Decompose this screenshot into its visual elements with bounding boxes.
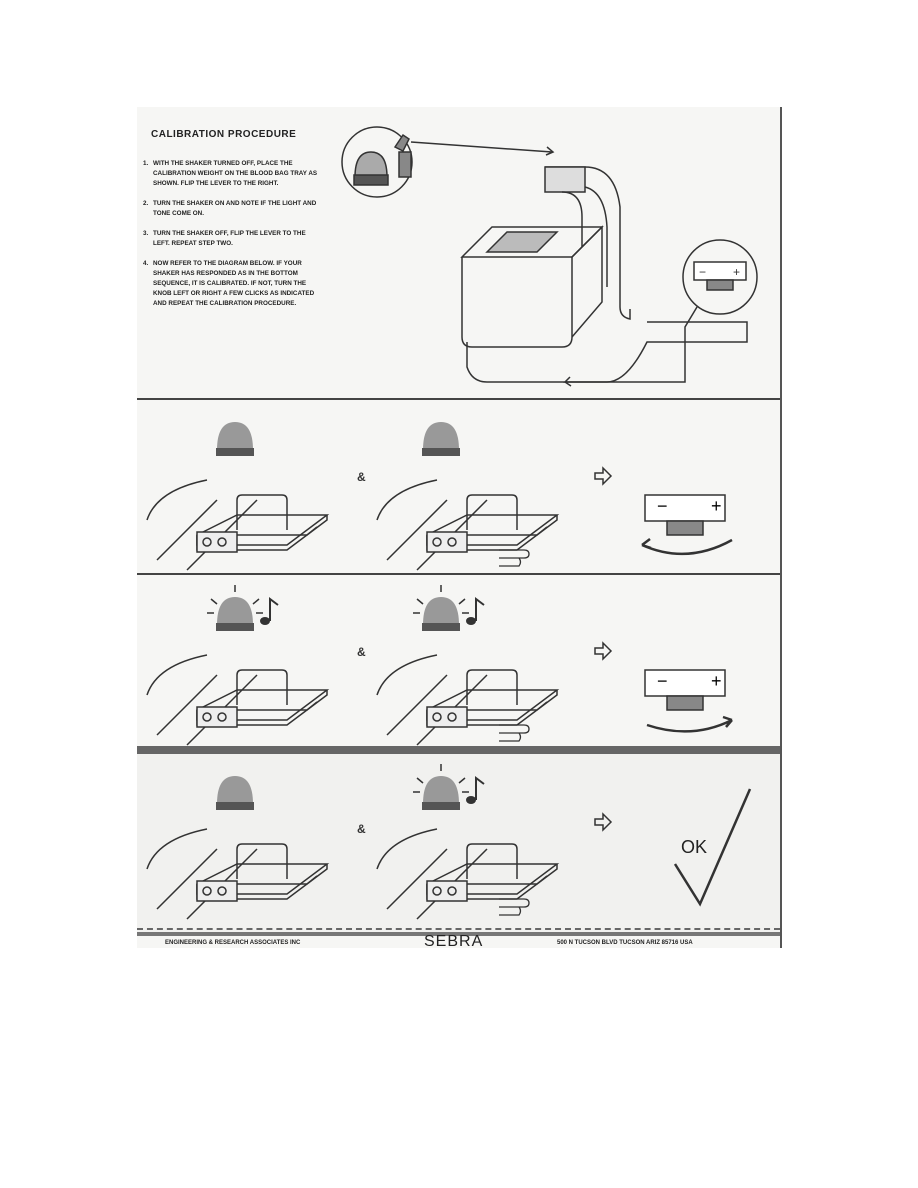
tray-lever-left-icon — [146, 654, 328, 746]
tray-lever-left-icon — [146, 828, 328, 920]
knob-plus-label: + — [711, 671, 722, 691]
step-number: 4. — [143, 260, 149, 267]
knob-detail-circle — [682, 239, 758, 315]
row-illustration — [146, 422, 733, 571]
tone-note-icon — [465, 777, 485, 805]
procedure-steps: 1. WITH THE SHAKER TURNED OFF, PLACE THE … — [143, 159, 323, 319]
pointing-hand-icon — [498, 549, 530, 567]
step-number: 3. — [143, 230, 149, 237]
tray-lever-right-icon — [376, 654, 558, 746]
turn-left-arrow-icon — [641, 538, 733, 556]
sequence-row-calibrated: & OK — [137, 746, 780, 936]
sequence-row-turn-left: & − + — [137, 398, 780, 575]
light-off-icon — [216, 422, 254, 456]
result-arrow-icon — [594, 467, 612, 485]
sequence-row-turn-right: & − + — [137, 573, 780, 748]
pointing-hand-icon — [498, 724, 530, 742]
light-on-icon — [413, 764, 469, 810]
step-text: NOW REFER TO THE DIAGRAM BELOW. IF YOUR … — [153, 260, 315, 307]
footer: ENGINEERING & RESEARCH ASSOCIATES INC SE… — [137, 928, 780, 950]
brand-logo: SEBRA — [424, 933, 484, 950]
tone-note-icon — [465, 598, 485, 626]
tray-lever-left-icon — [146, 479, 328, 571]
row-illustration — [146, 575, 733, 746]
knob-minus-label: − — [657, 671, 668, 691]
shaker-illustration: − + — [341, 126, 758, 387]
knob-minus-label: − — [657, 496, 668, 516]
procedure-title: CALIBRATION PROCEDURE — [151, 129, 297, 140]
ampersand: & — [357, 822, 366, 836]
light-on-icon — [413, 585, 469, 631]
turn-right-arrow-icon — [646, 715, 733, 733]
step-1: 1. WITH THE SHAKER TURNED OFF, PLACE THE … — [143, 159, 323, 189]
result-arrow-icon — [594, 642, 612, 660]
ok-label: OK — [681, 837, 708, 857]
step-number: 2. — [143, 200, 149, 207]
svg-text:+: + — [733, 265, 740, 279]
pointing-hand-icon — [498, 898, 530, 916]
light-lever-detail-circle — [341, 126, 413, 198]
step-2: 2. TURN THE SHAKER ON AND NOTE IF THE LIG… — [143, 199, 323, 219]
company-name: ENGINEERING & RESEARCH ASSOCIATES INC — [165, 940, 301, 946]
knob-plus-label: + — [711, 496, 722, 516]
ampersand: & — [357, 645, 366, 659]
ampersand: & — [357, 470, 366, 484]
tray-lever-right-icon — [376, 828, 558, 920]
step-number: 1. — [143, 160, 149, 167]
calibration-sheet: CALIBRATION PROCEDURE 1. WITH THE SHAKER … — [137, 107, 782, 950]
row-illustration — [146, 754, 752, 920]
tray-lever-right-icon — [376, 479, 558, 571]
light-off-icon — [422, 422, 460, 456]
company-address: 500 N TUCSON BLVD TUCSON ARIZ 85716 USA — [557, 940, 693, 946]
result-arrow-icon — [594, 813, 612, 831]
checkmark-icon — [673, 788, 752, 907]
step-4: 4. NOW REFER TO THE DIAGRAM BELOW. IF YOU… — [143, 259, 323, 309]
step-text: WITH THE SHAKER TURNED OFF, PLACE THE CA… — [153, 160, 318, 187]
svg-text:−: − — [699, 265, 706, 279]
step-text: TURN THE SHAKER ON AND NOTE IF THE LIGHT… — [153, 200, 317, 217]
tone-note-icon — [259, 598, 279, 626]
step-text: TURN THE SHAKER OFF, FLIP THE LEVER TO T… — [153, 230, 306, 247]
light-off-icon — [216, 776, 254, 810]
light-on-icon — [207, 585, 263, 631]
step-3: 3. TURN THE SHAKER OFF, FLIP THE LEVER TO… — [143, 229, 323, 249]
